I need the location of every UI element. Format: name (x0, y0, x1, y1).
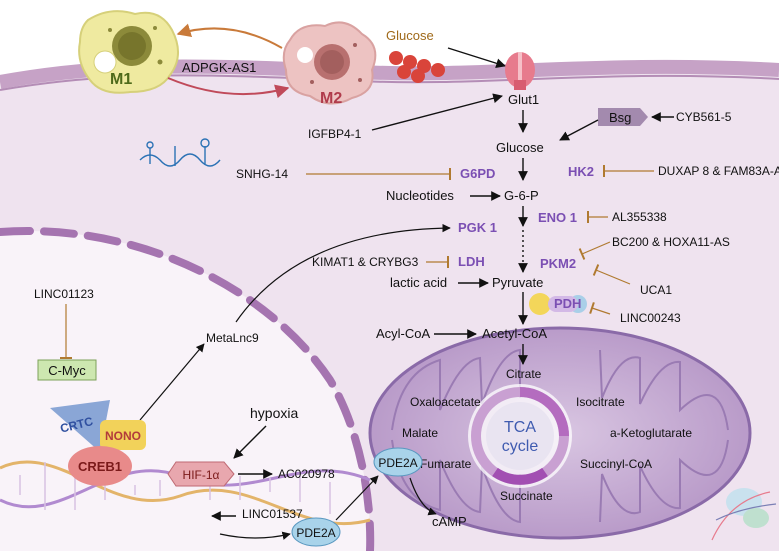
duxap-label: DUXAP 8 & FAM83A-AS1 (658, 164, 779, 178)
pde2a-to-camp-arrow (409, 477, 437, 516)
glut1-transporter (505, 52, 535, 90)
lncrna-icon (139, 138, 221, 167)
linc01123-label: LINC01123 (34, 287, 94, 301)
nuclear-envelope (0, 227, 375, 555)
m2-macrophage (282, 21, 377, 105)
m1-label: M1 (110, 71, 132, 88)
hif1a-label: HIF-1α (183, 468, 220, 482)
adpgk-as1-label: ADPGK-AS1 (182, 60, 256, 75)
linc00243-label: LINC00243 (620, 311, 681, 325)
cmyc-box (37, 359, 97, 381)
g6p-label: G-6-P (504, 188, 539, 203)
pyruvate-label: Pyruvate (492, 275, 543, 290)
ribosome-icon (711, 488, 777, 541)
m2-label: M2 (320, 90, 342, 107)
cyb561-label: CYB561-5 (676, 110, 732, 124)
pde2a-nuclear (291, 517, 341, 547)
dna-to-pde2a-arrow (219, 531, 291, 540)
glucose-inside-label: Glucose (496, 140, 544, 155)
hk2-label: HK2 (568, 164, 594, 179)
glucose-to-glut1-arrow (447, 47, 506, 69)
tca-cycle-ring (468, 384, 572, 488)
metalnc9-label: MetaLnc9 (206, 331, 259, 345)
tca-malate: Malate (402, 426, 438, 440)
glucose-molecules (389, 51, 445, 83)
m1-to-m2-arrow (167, 77, 290, 99)
tca-isocitrate: Isocitrate (576, 395, 625, 409)
pkm2-label: PKM2 (540, 256, 576, 271)
tca-succinyl: Succinyl-CoA (580, 457, 652, 471)
ac020978-label: AC020978 (278, 467, 335, 481)
hif1a-box (167, 461, 235, 487)
nucleotides-label: Nucleotides (386, 188, 454, 203)
uca1-label: UCA1 (640, 283, 672, 297)
acyl-coa-label: Acyl-CoA (376, 326, 431, 341)
bsg-label: Bsg (609, 110, 631, 125)
tca-succinate: Succinate (500, 489, 553, 503)
kimat-label: KIMAT1 & CRYBG3 (312, 255, 419, 269)
glut1-label: Glut1 (508, 92, 539, 107)
m1-macrophage (78, 10, 179, 94)
crtc-shape (50, 400, 110, 452)
igfbp4-label: IGFBP4-1 (308, 127, 362, 141)
hypoxia-arrow (233, 425, 267, 459)
ldh-label: LDH (458, 254, 485, 269)
igfbp4-arrow (371, 93, 503, 131)
pgk1-label: PGK 1 (458, 220, 497, 235)
pde2a-nuclear-label: PDE2A (296, 526, 335, 540)
creb1-label: CREB1 (78, 459, 122, 474)
acetyl-coa-label: Acetyl-CoA (482, 326, 547, 341)
bsg-box (598, 108, 648, 126)
camp-label: cAMP (432, 514, 467, 529)
glucose-outside-label: Glucose (386, 28, 434, 43)
g6pd-label: G6PD (460, 166, 495, 181)
al355338-label: AL355338 (612, 210, 667, 224)
tca-oxaloacetate: Oxaloacetate (410, 395, 481, 409)
pde2a-cytoplasm (373, 447, 423, 477)
creb1-ball (68, 446, 132, 486)
uca1-inhibit (592, 264, 631, 285)
nono-label: NONO (105, 429, 141, 443)
nono-box (100, 420, 146, 450)
tca-citrate: Citrate (506, 367, 542, 381)
bc200-inhibit (578, 241, 611, 260)
pdh-complex (529, 293, 587, 315)
bsg-to-glucose-arrow (559, 119, 599, 141)
metalnc9-to-pgk1-arrow (235, 223, 451, 323)
pde2a-to-cytoplasm-arrow (335, 475, 379, 521)
bc200-label: BC200 & HOXA11-AS (612, 235, 730, 249)
cmyc-label: C-Myc (48, 363, 86, 378)
snhg14-label: SNHG-14 (236, 167, 288, 181)
tca-center-line2: cycle (502, 438, 539, 455)
tca-ketoglutarate: a-Ketoglutarate (610, 426, 692, 440)
linc01537-label: LINC01537 (242, 507, 303, 521)
nono-to-metalnc9-arrow (139, 343, 205, 421)
lactic-label: lactic acid (390, 275, 447, 290)
hypoxia-label: hypoxia (250, 405, 298, 421)
pdh-label: PDH (554, 296, 581, 311)
pde2a-cytoplasm-label: PDE2A (378, 456, 417, 470)
tca-center-line1: TCA (504, 419, 536, 436)
eno1-label: ENO 1 (538, 210, 577, 225)
m2-to-m1-arrow (176, 23, 283, 49)
linc00243-inhibit (589, 301, 611, 315)
tca-fumarate: Fumarate (420, 457, 472, 471)
